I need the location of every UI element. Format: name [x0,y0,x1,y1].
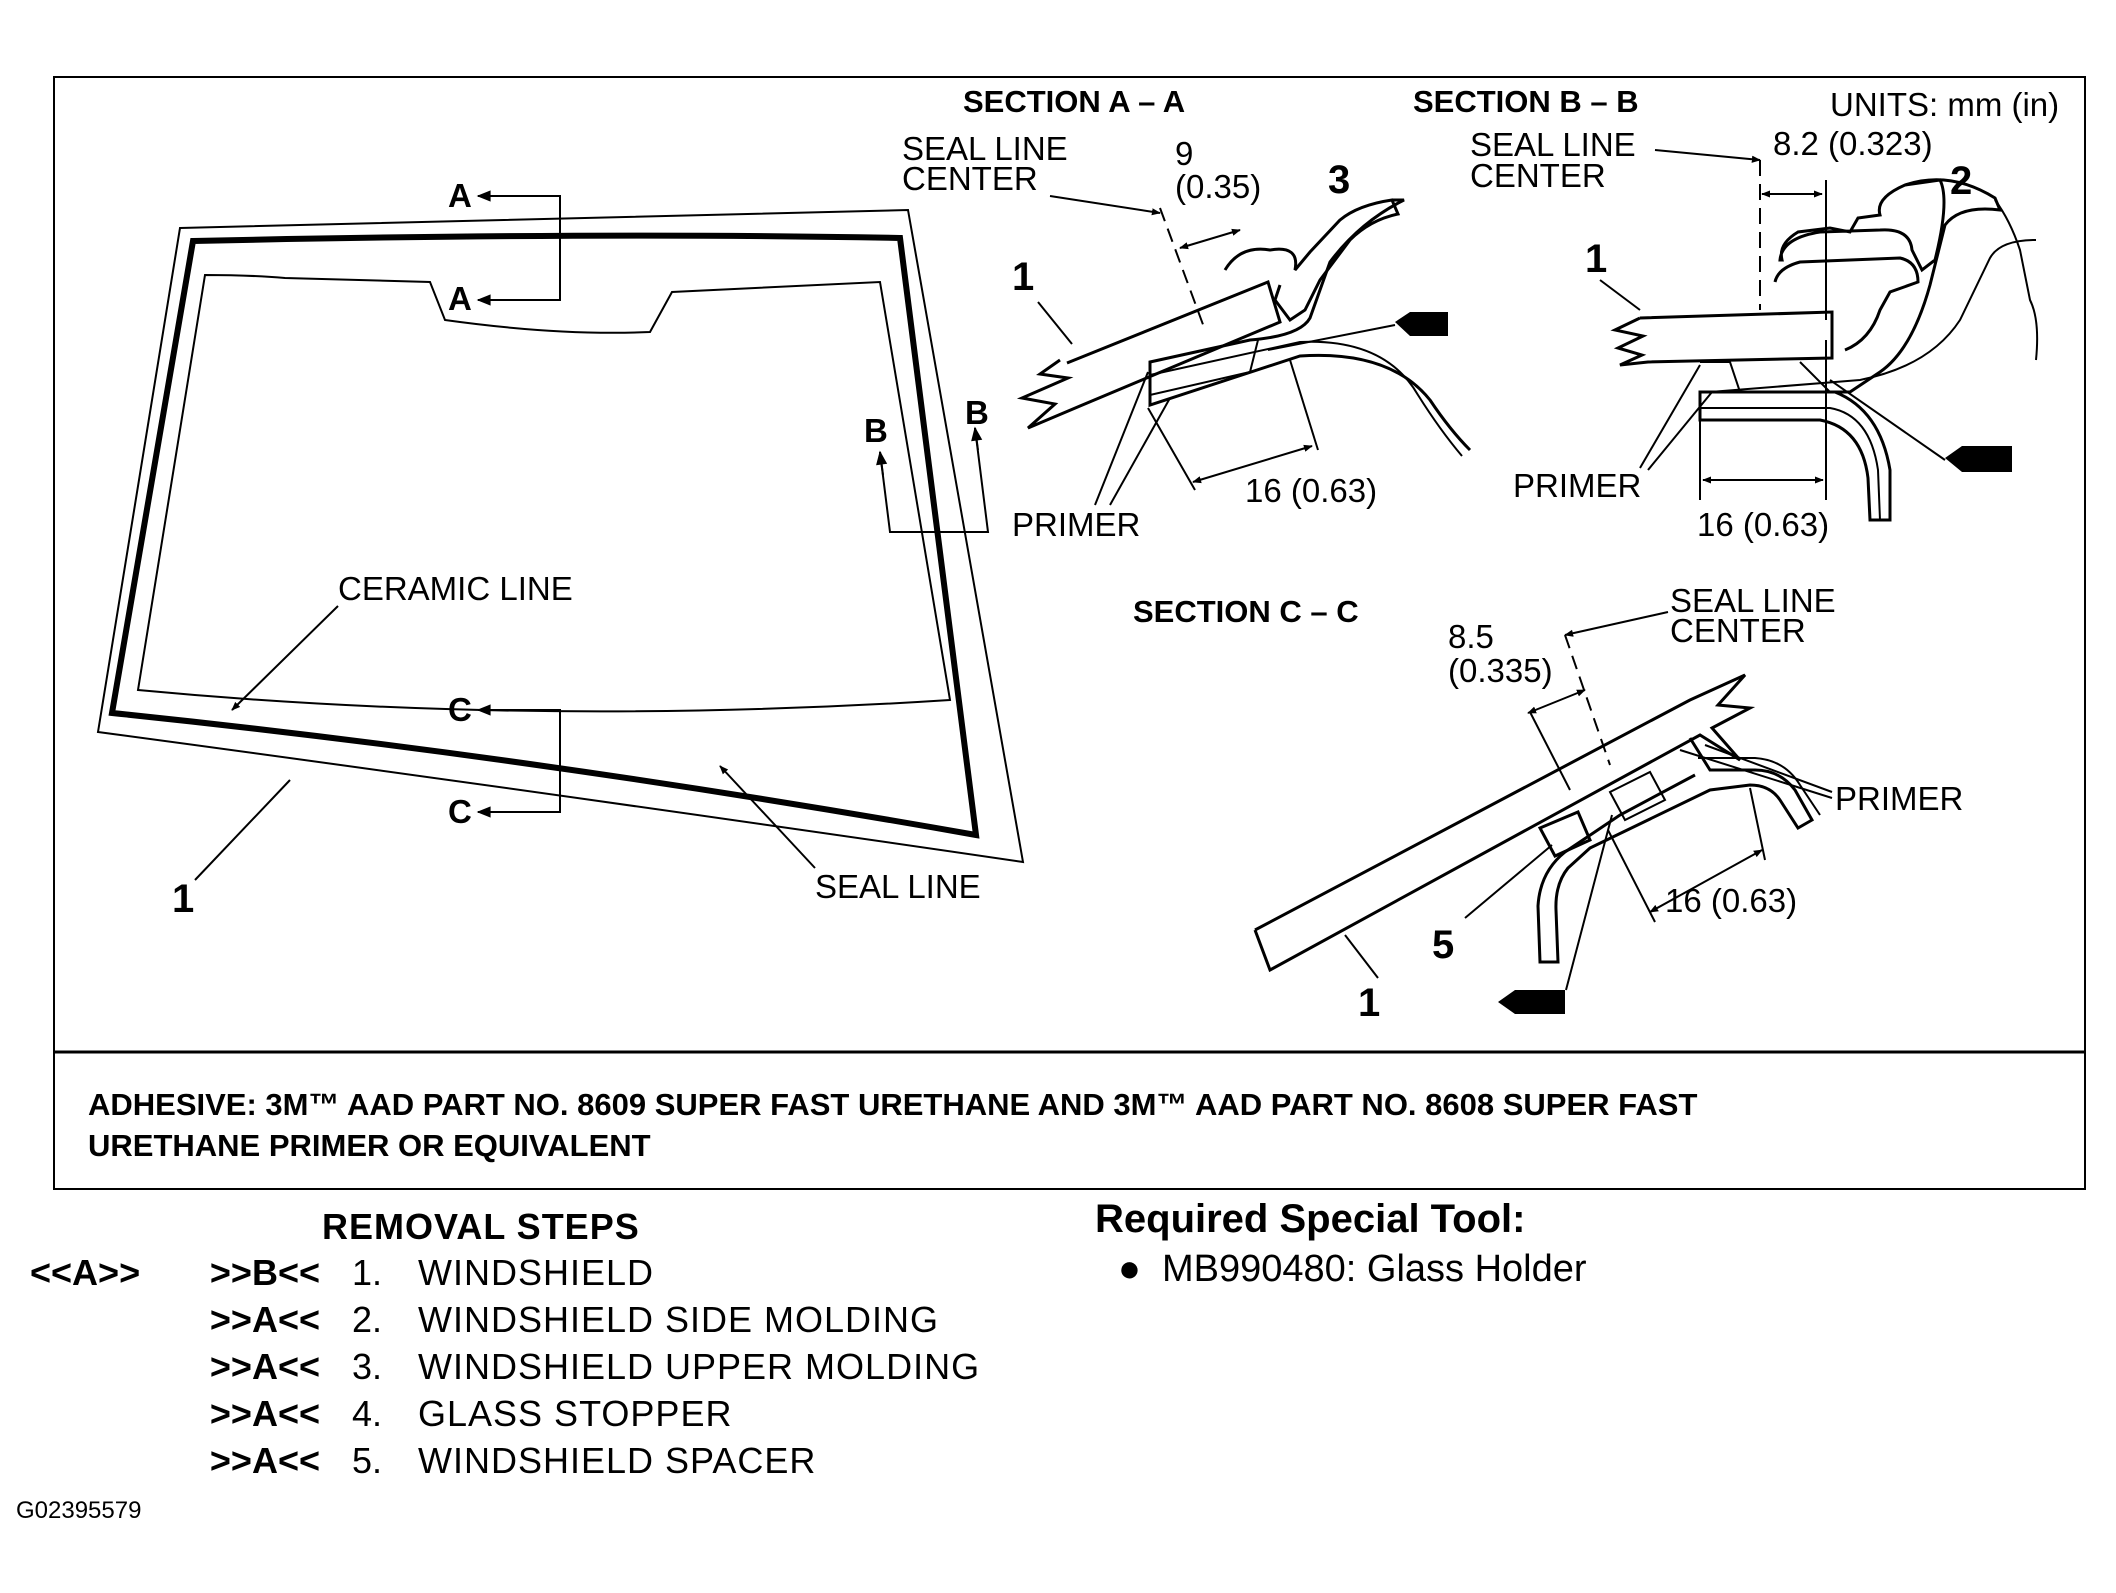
cut-label-a-bottom: A [448,280,472,317]
section-cc-part-5: 5 [1432,923,1454,967]
section-aa-part-3: 3 [1328,158,1350,202]
section-aa-seal-line: SEAL LINE [902,130,1068,167]
section-cc-primer: PRIMER [1835,780,1963,817]
cut-label-b-left: B [864,412,888,449]
section-cc-title: SECTION C – C [1133,594,1359,629]
section-aa-part-1: 1 [1012,255,1034,299]
section-bb-title: SECTION B – B [1413,84,1639,119]
windshield-part-1: 1 [172,877,194,921]
ceramic-line-label: CERAMIC LINE [338,570,573,607]
section-aa-title: SECTION A – A [963,84,1185,119]
section-aa: SECTION A – A SEAL LINE CENTER 9 (0.35) … [902,84,1472,543]
step-procedure-code: >>A<< [209,1393,320,1434]
special-tool-text: MB990480: Glass Holder [1162,1248,1587,1290]
bullet-icon: ● [1118,1248,1141,1290]
step-text: GLASS STOPPER [418,1393,733,1434]
cut-marker-a: A A [448,177,561,317]
step-number: 2. [352,1299,383,1340]
cut-marker-c: C C [448,691,561,830]
step-text: WINDSHIELD UPPER MOLDING [418,1346,981,1387]
step-procedure-code: <<A>> [30,1252,141,1293]
seal-line-label: SEAL LINE [815,868,981,905]
section-bb-primer: PRIMER [1513,467,1641,504]
section-bb-seal-line: SEAL LINE [1470,126,1636,163]
cut-label-c-bottom: C [448,793,472,830]
section-bb: SECTION B – B UNITS: mm (in) SEAL LINE C… [1413,84,2059,543]
cut-label-c-top: C [448,691,472,728]
step-procedure-code: >>A<< [209,1346,320,1387]
step-number: 3. [352,1346,383,1387]
section-aa-primer: PRIMER [1012,506,1140,543]
section-aa-dim-mm: 9 [1175,135,1193,172]
section-aa-center: CENTER [902,160,1038,197]
section-cc-dim-mm: 8.5 [1448,618,1494,655]
step-number: 4. [352,1393,383,1434]
windshield-outline [96,208,1025,864]
step-procedure-code: >>A<< [209,1440,320,1481]
step-text: WINDSHIELD SIDE MOLDING [418,1299,940,1340]
removal-steps-title: REMOVAL STEPS [322,1206,640,1247]
diagram-frame [53,76,2086,1190]
section-bb-part-2: 2 [1950,159,1972,203]
special-tool-item: ● MB990480: Glass Holder [1118,1248,1587,1291]
figure-id: G02395579 [16,1497,142,1524]
adhesive-line-2: URETHANE PRIMER OR EQUIVALENT [88,1128,651,1163]
step-text: WINDSHIELD SPACER [418,1440,817,1481]
section-cc-seal-line: SEAL LINE [1670,582,1836,619]
cut-label-a-top: A [448,177,472,214]
adhesive-line-1: ADHESIVE: 3M™ AAD PART NO. 8609 SUPER FA… [88,1087,1698,1122]
step-procedure-code: >>B<< [209,1252,320,1293]
section-bb-center: CENTER [1470,157,1606,194]
section-bb-width: 16 (0.63) [1697,506,1829,543]
section-cc-dim-in: (0.335) [1448,652,1553,689]
step-number: 5. [352,1440,383,1481]
section-bb-part-1: 1 [1585,237,1607,281]
section-bb-dim: 8.2 (0.323) [1773,125,1933,162]
special-tool-title: Required Special Tool: [1095,1197,1526,1241]
step-text: WINDSHIELD [418,1252,655,1293]
section-cc-width: 16 (0.63) [1665,882,1797,919]
cut-marker-b: B B [864,394,990,533]
step-procedure-code: >>A<< [209,1299,320,1340]
units-label: UNITS: mm (in) [1830,86,2059,123]
section-aa-width: 16 (0.63) [1245,472,1377,509]
section-cc-center: CENTER [1670,612,1806,649]
section-aa-dim-in: (0.35) [1175,168,1261,205]
step-number: 1. [352,1252,383,1293]
cut-label-b-right: B [965,394,989,431]
adhesive-note: ADHESIVE: 3M™ AAD PART NO. 8609 SUPER FA… [88,1084,2048,1166]
section-cc-part-1: 1 [1358,981,1380,1025]
section-cc: SECTION C – C SEAL LINE CENTER 8.5 (0.33… [1133,582,1963,1025]
